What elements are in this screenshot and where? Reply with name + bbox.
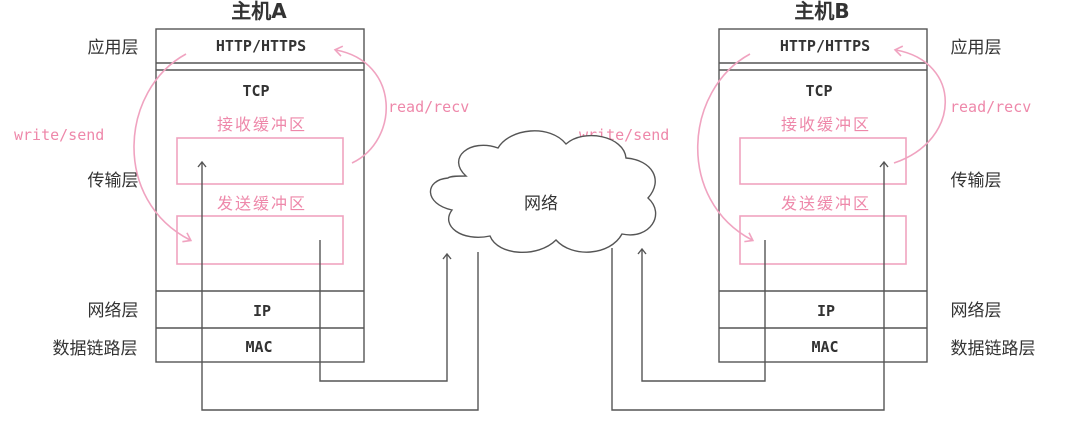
layer-label-transport-right: 传输层 <box>951 171 1002 191</box>
host-a-title: 主机A <box>231 0 287 23</box>
host-b-ip-label: IP <box>817 302 835 320</box>
host-b-read-recv-label: read/recv <box>950 98 1031 116</box>
layer-label-application-left: 应用层 <box>88 38 139 58</box>
host-b-tcp-label: TCP <box>805 82 832 100</box>
host-b-http-label: HTTP/HTTPS <box>780 37 870 55</box>
network-cloud: 网络 <box>429 130 657 253</box>
host-a-http-label: HTTP/HTTPS <box>216 37 306 55</box>
host-a-write-send-label: write/send <box>14 126 104 144</box>
layer-label-application-right: 应用层 <box>951 38 1002 58</box>
cloud-icon <box>429 130 657 253</box>
host-a: 主机A HTTP/HTTPS TCP 接收缓冲区 发送缓冲区 IP MAC <box>155 0 365 363</box>
layer-label-transport-left: 传输层 <box>88 171 139 191</box>
host-b-frame <box>718 28 928 363</box>
host-a-recv-buffer-label: 接收缓冲区 <box>217 115 307 134</box>
host-a-write-arrow <box>133 53 193 243</box>
host-b-read-arrow <box>893 45 946 164</box>
host-b-send-buffer <box>739 215 907 265</box>
host-a-tcp-label: TCP <box>242 82 269 100</box>
host-b-write-arrow <box>697 53 755 243</box>
host-b-recv-buffer <box>739 137 907 185</box>
host-b-title: 主机B <box>794 0 849 23</box>
host-b-send-buffer-label: 发送缓冲区 <box>781 194 871 213</box>
host-b-outbound-path <box>637 240 766 382</box>
host-a-recv-buffer <box>176 137 344 185</box>
network-label: 网络 <box>524 194 558 214</box>
host-a-outbound-path <box>319 240 452 382</box>
layer-label-datalink-left: 数据链路层 <box>53 339 138 359</box>
host-a-inbound-path <box>197 160 479 411</box>
host-a-mac-label: MAC <box>245 338 272 356</box>
host-b-recv-buffer-label: 接收缓冲区 <box>781 115 871 134</box>
host-b-mac-label: MAC <box>811 338 838 356</box>
host-a-read-arrow <box>333 45 388 164</box>
host-a-ip-label: IP <box>253 302 271 320</box>
host-a-frame <box>155 28 365 363</box>
host-b: 主机B HTTP/HTTPS TCP 接收缓冲区 发送缓冲区 IP MAC <box>718 0 928 363</box>
host-b-inbound-path <box>611 160 889 411</box>
host-a-read-recv-label: read/recv <box>388 98 469 116</box>
host-a-send-buffer-label: 发送缓冲区 <box>217 194 307 213</box>
layer-label-network-right: 网络层 <box>951 301 1002 321</box>
layer-label-datalink-right: 数据链路层 <box>951 339 1036 359</box>
host-a-send-buffer <box>176 215 344 265</box>
layer-label-network-left: 网络层 <box>88 301 139 321</box>
